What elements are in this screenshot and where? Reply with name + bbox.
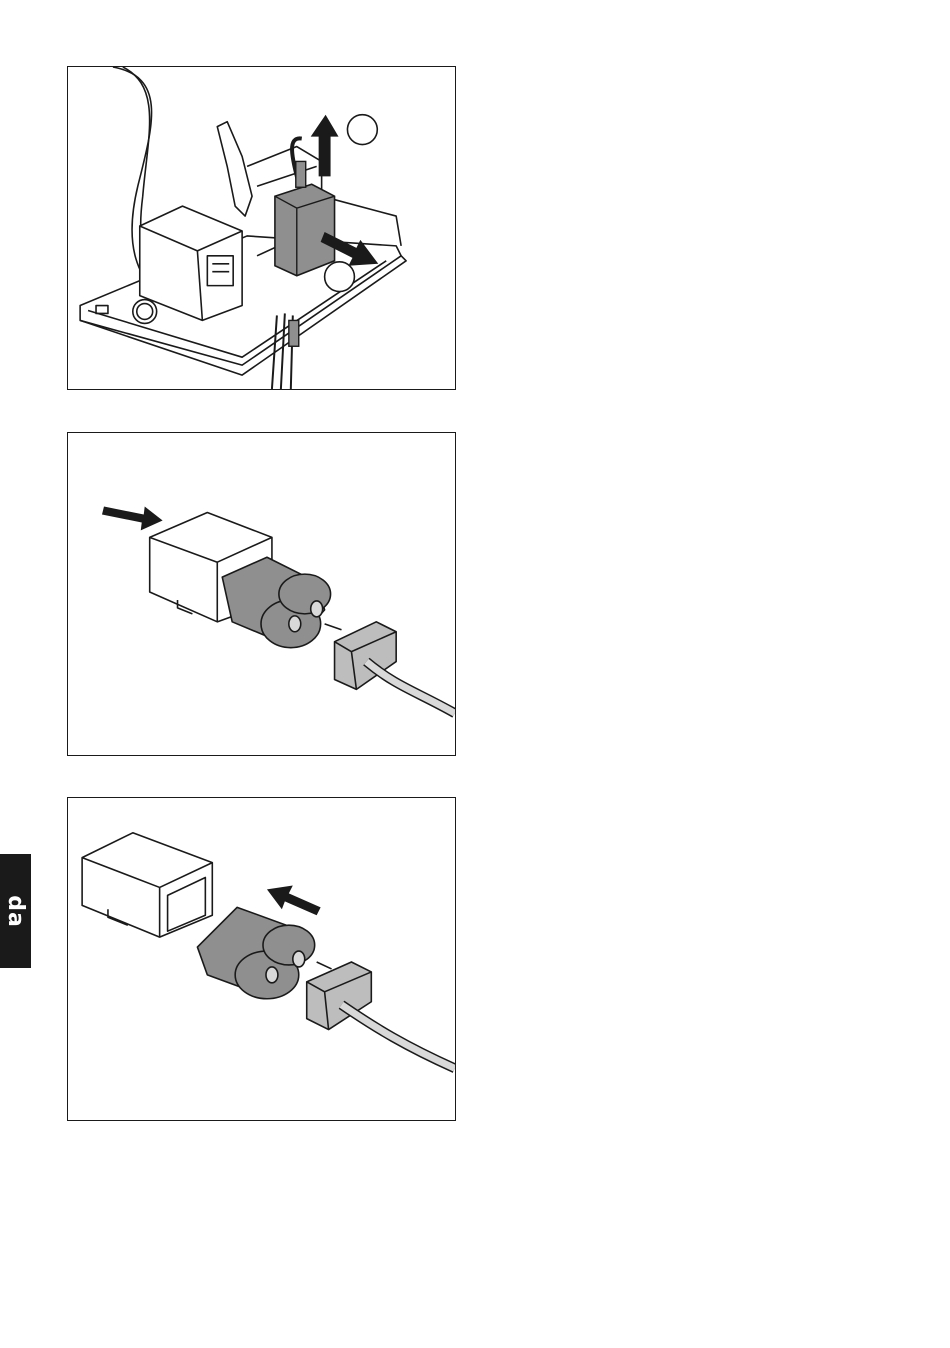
language-tab-label: da xyxy=(3,895,28,928)
battery-cover-illustration xyxy=(68,433,455,755)
figure-ignition-unit xyxy=(67,66,456,390)
ignition-unit-illustration xyxy=(68,67,455,389)
language-tab: da xyxy=(0,854,31,968)
battery-insertion-illustration xyxy=(68,798,455,1120)
marker-circle-1 xyxy=(347,115,377,145)
figure-battery-insertion xyxy=(67,797,456,1121)
arrow-icon xyxy=(102,507,163,531)
marker-circle-2 xyxy=(325,262,355,292)
figure-battery-cover-removal xyxy=(67,432,456,756)
arrow-icon xyxy=(267,885,321,915)
